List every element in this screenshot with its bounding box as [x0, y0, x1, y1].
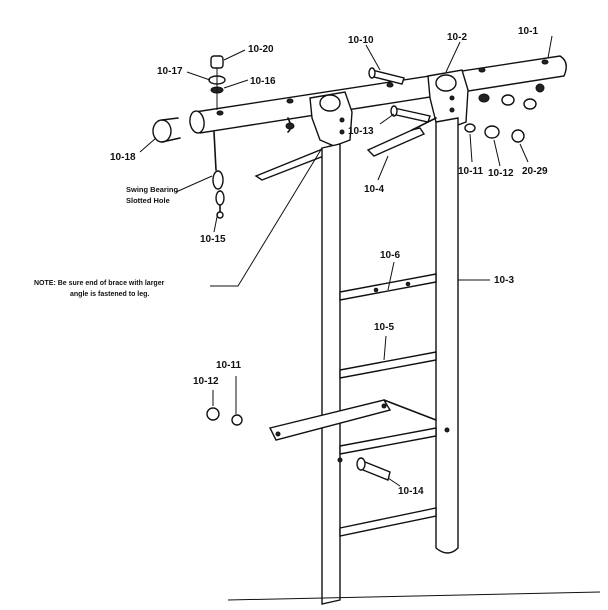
label-10-13: 10-13	[348, 126, 374, 137]
bolt-10-13	[390, 105, 431, 123]
label-10-2: 10-2	[447, 32, 467, 43]
label-10-1: 10-1	[518, 26, 538, 37]
part-labels: 10-1 10-2 10-10 10-20 10-17 10-16 10-18 …	[110, 26, 548, 497]
swing-hanger	[212, 131, 225, 219]
top-bolt-assembly	[208, 55, 226, 110]
ladder-leg-left	[321, 143, 341, 605]
right-t-fitting	[427, 69, 469, 129]
swing-bearing-caption: Swing Bearing Slotted Hole	[126, 185, 179, 205]
label-10-12-lower: 10-12	[193, 376, 219, 387]
label-10-18: 10-18	[110, 152, 136, 163]
swing-bearing-caption-line2: Slotted Hole	[126, 196, 170, 205]
label-10-11-lower: 10-11	[216, 360, 241, 371]
lower-hardware	[206, 407, 243, 426]
left-t-fitting	[309, 91, 353, 147]
label-10-4: 10-4	[364, 184, 384, 195]
label-10-10: 10-10	[348, 35, 374, 46]
ladder-rungs	[339, 273, 437, 537]
ladder-leg-right	[435, 117, 459, 554]
label-10-3: 10-3	[494, 275, 514, 286]
label-10-15: 10-15	[200, 234, 226, 245]
note-line2: angle is fastened to leg.	[70, 291, 149, 298]
note-line1: NOTE: Be sure end of brace with larger	[34, 280, 165, 287]
leader-lines	[139, 35, 553, 487]
label-10-12-upper: 10-12	[488, 168, 514, 179]
right-hardware-upper	[464, 83, 545, 143]
label-10-20: 10-20	[248, 44, 274, 55]
label-10-6: 10-6	[380, 250, 400, 261]
top-beam	[189, 55, 567, 134]
bolt-10-10	[368, 67, 405, 85]
lower-cross-bar	[268, 399, 437, 441]
end-cap	[152, 117, 181, 143]
label-10-17: 10-17	[157, 66, 183, 77]
label-10-5: 10-5	[374, 322, 394, 333]
bolt-10-14	[337, 457, 391, 481]
label-20-29: 20-29	[522, 166, 548, 177]
brace-right	[366, 117, 437, 157]
ground-line	[227, 591, 601, 601]
label-10-14: 10-14	[398, 486, 424, 497]
beam-underside-bolts	[285, 117, 295, 133]
label-10-16: 10-16	[250, 76, 276, 87]
swing-bearing-caption-line1: Swing Bearing	[126, 185, 179, 194]
assembly-note: NOTE: Be sure end of brace with larger a…	[34, 280, 165, 298]
label-10-11-upper: 10-11	[458, 166, 483, 177]
